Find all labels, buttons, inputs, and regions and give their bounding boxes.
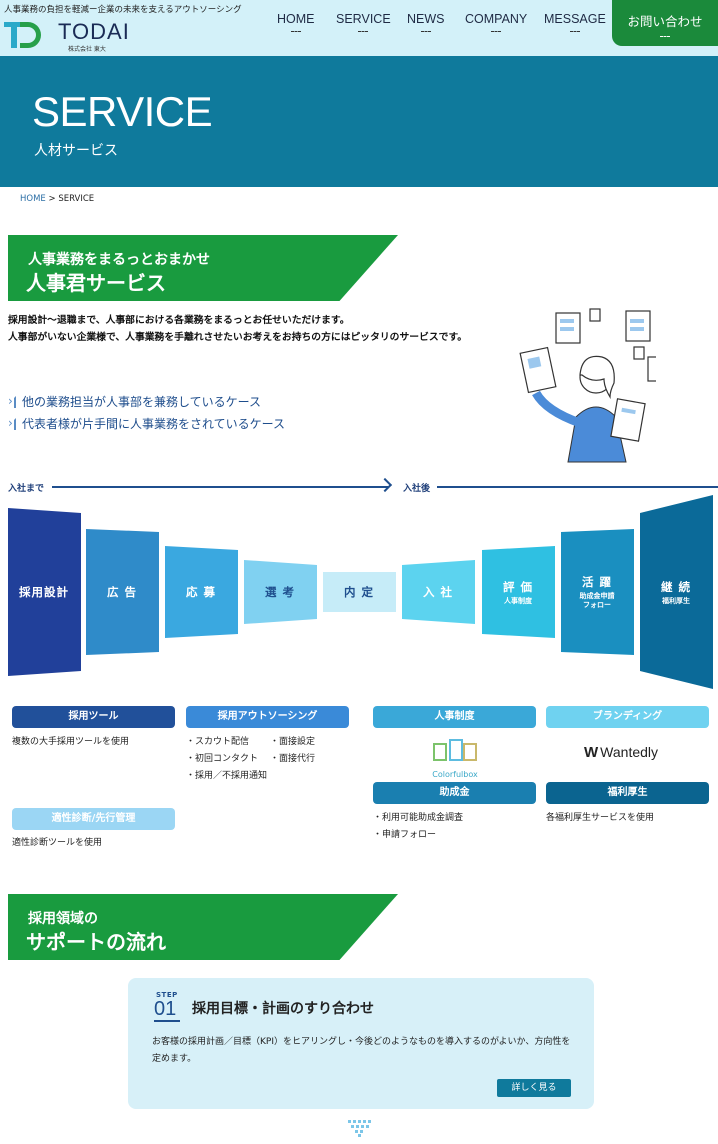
- site-logo[interactable]: TODAI 株式会社 東大: [4, 16, 134, 53]
- intro-line2: 人事部がいない企業様で、人事業務を手離れさせたいお考えをお持ちの方にはピッタリの…: [8, 332, 468, 343]
- nav-message[interactable]: MESSAGE: [544, 12, 606, 32]
- stage-label: 継 続福利厚生: [660, 580, 691, 605]
- aptitude-text: 適性診断ツールを使用: [12, 838, 103, 848]
- banner-line2: サポートの流れ: [26, 930, 166, 954]
- stage-label: 採用設計: [19, 585, 69, 599]
- chevron-right-icon: ›: [8, 416, 13, 430]
- stage-label: 選 考: [264, 585, 295, 599]
- stage-shape: [482, 546, 555, 638]
- stage-label: 応 募: [185, 585, 216, 599]
- aptitude-heading: 適性診断/先行管理: [12, 808, 175, 830]
- welfare-heading: 福利厚生: [546, 782, 709, 804]
- list-item: ・申請フォロー: [373, 830, 437, 840]
- welfare-text: 各福利厚生サービスを使用: [546, 813, 655, 823]
- intro-text: 採用設計〜退職まで、人事部における各業務をまるっとお任せいただけます。 人事部が…: [8, 312, 478, 346]
- recruit-outsourcing-heading: 採用アウトソーシング: [186, 706, 349, 728]
- step-number: 01: [154, 998, 177, 1020]
- timeline-label-before: 入社まで: [8, 484, 45, 494]
- page-subtitle: 人材サービス: [34, 143, 118, 159]
- recruit-tool-text: 複数の大手採用ツールを使用: [12, 737, 130, 747]
- stage-shape: [561, 529, 634, 655]
- recruit-tool-heading: 採用ツール: [12, 706, 175, 728]
- colorfulbox-logo-text: Colorfulbox: [432, 770, 478, 779]
- logo-subtext: 株式会社 東大: [68, 46, 106, 53]
- chevron-right-icon: ›: [8, 394, 13, 408]
- step-underline: [154, 1020, 180, 1022]
- intro-line1: 採用設計〜退職まで、人事部における各業務をまるっとお任せいただけます。: [8, 315, 350, 326]
- arrow-right-icon: [377, 477, 393, 493]
- list-item: ・スカウト配信: [186, 737, 250, 747]
- list-item: ・面接代行: [270, 754, 316, 764]
- down-arrow-dots-icon: [348, 1120, 371, 1137]
- timeline-line-after: [437, 486, 718, 488]
- case-list: ›他の業務担当が人事部を兼務しているケース ›代表者様が片手間に人事業務をされて…: [8, 393, 285, 437]
- recruit-outsourcing-list: ・スカウト配信 ・面接設定 ・初回コンタクト ・面接代行 ・採用／不採用通知: [186, 734, 366, 785]
- breadcrumb-current: SERVICE: [58, 194, 95, 204]
- case-item: ›他の業務担当が人事部を兼務しているケース: [8, 393, 285, 415]
- stage-shape: [86, 529, 159, 655]
- colorfulbox-logo-icon: [433, 739, 477, 761]
- colorfulbox-logo: Colorfulbox: [420, 738, 490, 779]
- detail-button[interactable]: 詳しく見る: [497, 1079, 571, 1097]
- page-title: SERVICE: [32, 88, 213, 135]
- list-item: ・利用可能助成金調査: [373, 813, 464, 823]
- timeline-line-before: [52, 486, 388, 488]
- site-header: 人事業務の負担を軽減ー企業の未来を支えるアウトソーシング TODAI 株式会社 …: [0, 0, 718, 56]
- case-item: ›代表者様が片手間に人事業務をされているケース: [8, 415, 285, 437]
- stage-shape: [402, 560, 475, 624]
- stage-label: 内 定: [343, 585, 374, 599]
- main-nav: HOME SERVICE NEWS COMPANY MESSAGE: [0, 0, 718, 56]
- list-item: ・初回コンタクト: [186, 754, 259, 764]
- banner-line1: 採用領域の: [28, 911, 98, 927]
- step-title: 採用目標・計画のすり合わせ: [192, 1001, 374, 1017]
- timeline-label-after: 入社後: [403, 484, 431, 494]
- stage-label: 評 価人事制度: [502, 580, 533, 605]
- subsidy-list: ・利用可能助成金調査 ・申請フォロー: [373, 810, 463, 844]
- step-label: STEP: [156, 991, 178, 999]
- stage-label: 入 社: [422, 585, 453, 599]
- wantedly-logo-icon: W: [584, 744, 599, 761]
- list-item: ・面接設定: [270, 737, 316, 747]
- subsidy-heading: 助成金: [373, 782, 536, 804]
- stage-shape: [244, 560, 317, 624]
- person-documents-illustration: [519, 308, 656, 463]
- nav-news[interactable]: NEWS: [407, 12, 445, 32]
- branding-heading: ブランディング: [546, 706, 709, 728]
- stage-shape: [323, 572, 396, 612]
- section-banner-hr-service: 人事業務をまるっとおまかせ 人事君サービス: [8, 235, 398, 301]
- logo-text: TODAI: [58, 19, 130, 44]
- nav-company[interactable]: COMPANY: [465, 12, 527, 32]
- stage-shape: [640, 495, 713, 689]
- nav-home[interactable]: HOME: [277, 12, 315, 32]
- header-tagline: 人事業務の負担を軽減ー企業の未来を支えるアウトソーシング: [4, 5, 242, 15]
- stage-label: 広 告: [106, 585, 137, 599]
- breadcrumb-separator: >: [45, 194, 59, 204]
- contact-button[interactable]: お問い合わせ: [612, 0, 718, 46]
- stage-label: 活 躍助成金申請 フォロー: [579, 575, 615, 609]
- banner-line2: 人事君サービス: [26, 271, 166, 295]
- section-banner-support-flow: 採用領域の サポートの流れ: [8, 894, 398, 960]
- stage-shape: [8, 508, 81, 676]
- breadcrumb: HOME > SERVICE: [20, 194, 94, 204]
- hr-system-heading: 人事制度: [373, 706, 536, 728]
- step-description: お客様の採用計画／目標（KPI）をヒアリングし・今後どのようなものを導入するのが…: [152, 1037, 571, 1064]
- hero-banner: SERVICE 人材サービス: [0, 56, 718, 187]
- step-card-01: STEP 01 採用目標・計画のすり合わせ お客様の採用計画／目標（KPI）をヒ…: [128, 978, 594, 1109]
- nav-service[interactable]: SERVICE: [336, 12, 391, 32]
- logo-mark-icon: [4, 22, 41, 48]
- breadcrumb-home[interactable]: HOME: [20, 194, 46, 204]
- list-item: ・採用／不採用通知: [186, 771, 268, 781]
- banner-line1: 人事業務をまるっとおまかせ: [28, 252, 210, 268]
- stage-funnel: [8, 495, 713, 689]
- stage-shape: [165, 546, 238, 638]
